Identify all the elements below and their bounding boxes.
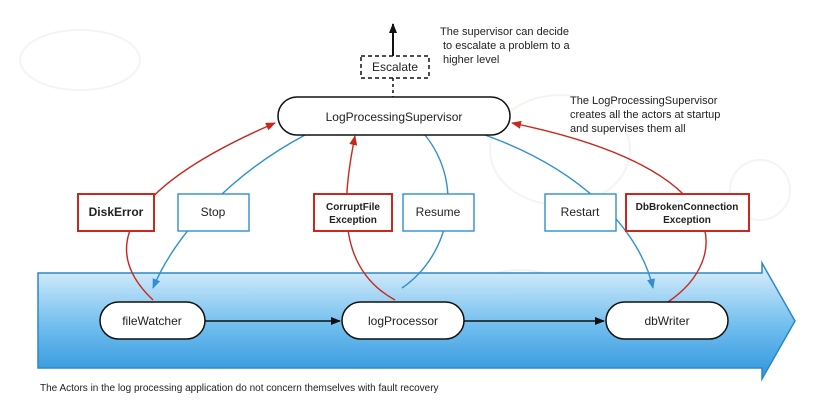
restart-directive-box — [544, 193, 617, 232]
supervisor-note-line-1: The LogProcessingSupervisor — [570, 95, 718, 107]
log-processor-label: logProcessor — [368, 314, 438, 328]
corrupt-file-error-label-line-1: CorruptFile — [326, 202, 380, 213]
supervisor-label: LogProcessingSupervisor — [326, 110, 463, 124]
db-broken-connection-error-box — [625, 193, 750, 232]
db-broken-connection-error-label-line-1: DbBrokenConnection — [636, 202, 739, 213]
corrupt-file-error-arrow — [345, 135, 396, 301]
file-watcher-node — [99, 301, 206, 340]
supervisor-note-line-3: and supervises them all — [570, 123, 686, 135]
supervisor-note-line-2: creates all the actors at startup — [570, 109, 720, 121]
restart-directive-label: Restart — [561, 205, 600, 219]
db-writer-node — [605, 301, 729, 340]
resume-directive-box — [402, 193, 475, 232]
log-processor-node — [341, 301, 465, 340]
escalate-box — [360, 55, 430, 79]
escalate-note-line-1: The supervisor can decide — [440, 26, 569, 38]
corrupt-file-error-label-line-2: Exception — [329, 215, 377, 226]
db-writer-label: dbWriter — [644, 314, 689, 328]
supervisor-node — [277, 96, 511, 136]
file-watcher-label: fileWatcher — [122, 314, 182, 328]
escalate-note-line-3: higher level — [443, 54, 499, 66]
caption: The Actors in the log processing applica… — [40, 383, 439, 394]
stop-directive-label: Stop — [201, 205, 226, 219]
db-broken-connection-error-label-line-2: Exception — [663, 215, 711, 226]
disk-error-label: DiskError — [89, 205, 144, 219]
resume-directive-label: Resume — [416, 205, 461, 219]
disk-error-box — [77, 193, 155, 232]
escalate-note-line-2: to escalate a problem to a — [443, 40, 570, 52]
stop-directive-box — [177, 193, 250, 232]
corrupt-file-error-box — [313, 193, 393, 232]
escalate-label: Escalate — [372, 60, 418, 74]
